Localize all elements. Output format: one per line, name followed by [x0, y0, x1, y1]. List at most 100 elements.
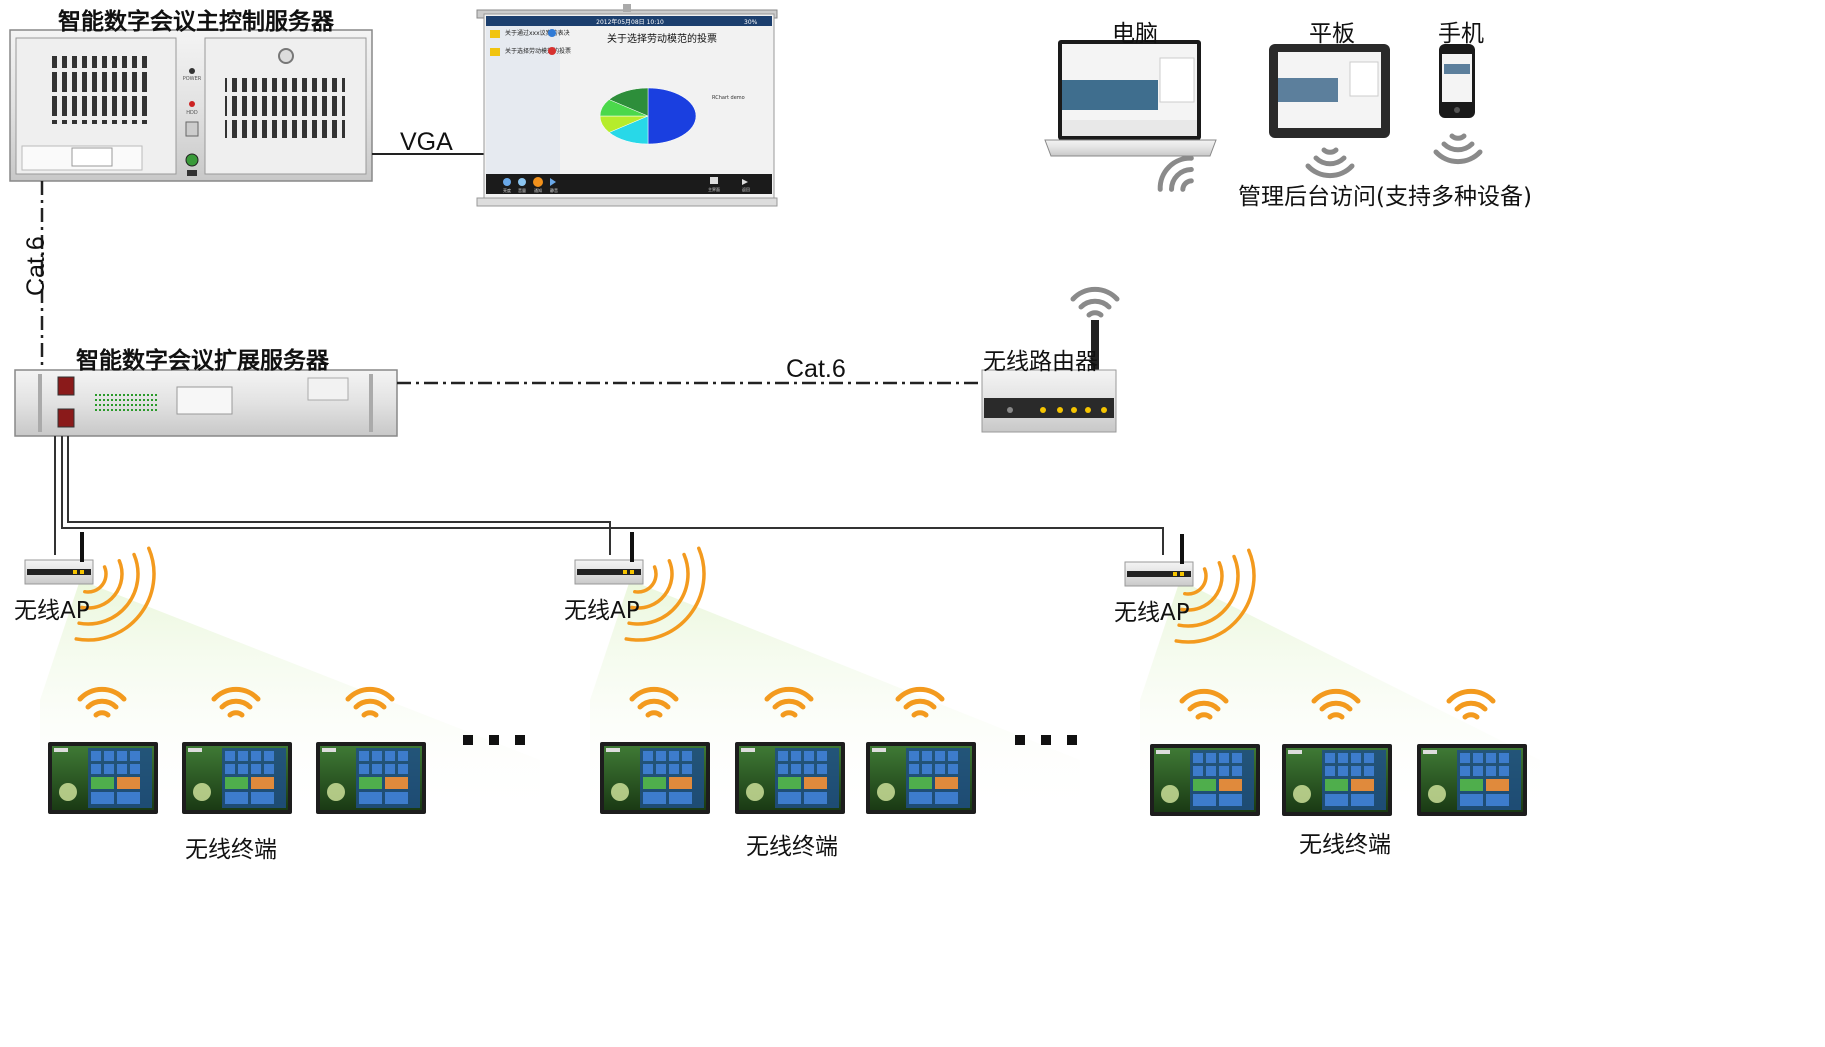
led-indicator: [123, 409, 125, 411]
wireless-terminal[interactable]: [1282, 744, 1392, 816]
menu-item-2[interactable]: 关于选择劳动模范的投票: [505, 47, 571, 55]
led-indicator: [139, 404, 141, 406]
pie-chart: [599, 87, 697, 145]
led-indicator: [127, 409, 129, 411]
phone-device: [1439, 44, 1475, 118]
led-indicator: [95, 409, 97, 411]
cat6-vertical-label: Cat.6: [22, 236, 50, 296]
expansion-server-label: 智能数字会议扩展服务器: [76, 348, 329, 374]
wireless-terminal[interactable]: [600, 742, 710, 814]
led-indicator: [115, 394, 117, 396]
led-indicator: [151, 394, 153, 396]
terminal-group-label-3: 无线终端: [1299, 832, 1391, 858]
led-indicator: [123, 399, 125, 401]
led-indicator: [147, 399, 149, 401]
tablet-wifi-icon: [1308, 150, 1352, 176]
led-indicator: [99, 409, 101, 411]
led-indicator: [135, 394, 137, 396]
access-point-3: [1124, 533, 1194, 587]
menu-item-1[interactable]: 关于通过xxx议案的表决: [505, 29, 570, 37]
led-indicator: [155, 404, 157, 406]
led-indicator: [143, 394, 145, 396]
dock-item-volume[interactable]: 音量: [518, 187, 526, 193]
led-indicator: [119, 399, 121, 401]
led-indicator: [143, 404, 145, 406]
phone-label: 手机: [1438, 21, 1484, 47]
dock-home[interactable]: 主界面: [708, 186, 720, 192]
ap-label-1: 无线AP: [14, 598, 90, 624]
more-terminals-ellipsis-1: [463, 735, 525, 745]
admin-caption: 管理后台访问(支持多种设备): [1238, 184, 1532, 210]
screen-date: 2012年05月08日 10:10: [596, 18, 664, 26]
ap-distribution-cables: [54, 436, 1164, 555]
led-indicator: [119, 404, 121, 406]
led-indicator: [135, 404, 137, 406]
led-indicator: [103, 399, 105, 401]
led-indicator: [119, 409, 121, 411]
ap-signal-arcs: [74, 546, 1256, 644]
projector-screen: 2012年05月08日 10:10 30% 关于通过xxx议案的表决 关于选择劳…: [476, 4, 778, 207]
wireless-terminal[interactable]: [316, 742, 426, 814]
ap-signal-arc: [80, 559, 124, 610]
power-label: POWER: [183, 76, 202, 82]
wireless-terminal[interactable]: [1150, 744, 1260, 816]
ap-signal-arc: [1180, 561, 1224, 612]
led-indicator: [155, 409, 157, 411]
terminal-wifi-icon: [1449, 691, 1493, 717]
router-label: 无线路由器: [983, 349, 1098, 375]
tablet-label: 平板: [1309, 21, 1355, 47]
wireless-terminal[interactable]: [1417, 744, 1527, 816]
wireless-router: [981, 320, 1117, 433]
expansion-server: [14, 369, 398, 437]
led-indicator: [107, 409, 109, 411]
chart-title: 关于选择劳动模范的投票: [607, 32, 717, 45]
pc-label: 电脑: [1112, 21, 1158, 47]
vga-label: VGA: [400, 128, 453, 156]
main-control-server: POWER HDD: [9, 29, 373, 182]
led-indicator: [127, 399, 129, 401]
wireless-terminal[interactable]: [735, 742, 845, 814]
wireless-terminal[interactable]: [182, 742, 292, 814]
led-indicator: [107, 404, 109, 406]
led-indicator: [143, 409, 145, 411]
led-indicator: [131, 409, 133, 411]
led-indicator: [151, 404, 153, 406]
led-indicator: [139, 399, 141, 401]
pie-slice: [608, 87, 649, 117]
legend-title: RChart demo: [712, 95, 745, 101]
dock-item-mute[interactable]: 静音: [550, 187, 558, 193]
led-indicator: [131, 399, 133, 401]
screen-battery: 30%: [744, 19, 758, 26]
dock-back[interactable]: 返回: [742, 186, 750, 192]
led-indicator: [111, 409, 113, 411]
led-indicator: [123, 404, 125, 406]
dock-item-brightness[interactable]: 亮度: [503, 187, 511, 193]
laptop-device: [1044, 40, 1217, 157]
router-wifi-icon: [1073, 289, 1117, 315]
ap-signal-arc: [627, 552, 690, 626]
phone-wifi-icon: [1436, 136, 1480, 162]
terminal-group-label-2: 无线终端: [746, 834, 838, 860]
led-indicator: [115, 404, 117, 406]
more-terminals-ellipsis-2: [1015, 735, 1077, 745]
led-indicator: [107, 394, 109, 396]
wireless-terminal[interactable]: [866, 742, 976, 814]
led-indicator: [103, 404, 105, 406]
led-indicator: [131, 404, 133, 406]
led-indicator: [103, 394, 105, 396]
led-indicator: [111, 394, 113, 396]
led-indicator: [147, 409, 149, 411]
led-indicator: [139, 394, 141, 396]
led-indicator: [131, 394, 133, 396]
dock-item-notify[interactable]: 通知: [534, 187, 542, 193]
led-indicator: [135, 399, 137, 401]
wireless-terminals: [48, 742, 1527, 816]
led-indicator: [155, 394, 157, 396]
led-indicator: [119, 394, 121, 396]
ap-signal-arc: [1177, 554, 1240, 628]
ap-label-3: 无线AP: [1114, 600, 1190, 626]
led-indicator: [95, 394, 97, 396]
wireless-terminal[interactable]: [48, 742, 158, 814]
tablet-device: [1269, 44, 1390, 138]
